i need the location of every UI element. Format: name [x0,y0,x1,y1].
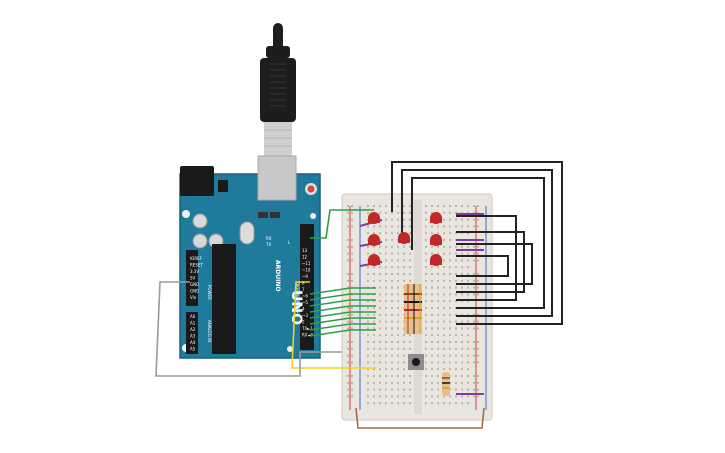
pin-label: IOREF [190,256,203,261]
led [368,254,380,266]
l-label: L [288,240,291,245]
pin-label: 4 [302,307,305,312]
pin-label: 3.3V [190,269,199,274]
brown-wire [355,407,485,429]
pin-label: 8 [302,281,305,286]
analog-label: ANALOG IN [207,320,212,342]
pin-label: TX►1 [301,326,313,331]
tx-label: TX [265,242,271,247]
pin-label: ~9 [302,274,308,279]
pin-label: ~11 [302,261,311,266]
pin-label: 2 [302,320,305,325]
leds [368,212,442,266]
pin-label: 5V [190,276,196,281]
board-brand: ARDUINO [274,260,281,291]
pin-label: ~6 [302,294,308,299]
pin-label: RESET [190,263,203,268]
pin-label: Vin [190,295,197,300]
gray-wire [155,281,342,377]
pulldown-resistor [442,372,450,396]
pin-label: RX◄0 [302,333,314,338]
pushbutton [408,354,424,370]
pin-label: A4 [190,340,196,345]
pin-label: 13 [302,248,308,253]
pin-label: GND [190,282,199,287]
digital-pin-labels: 13 12~11 ~10~9 87 ~6~5 4~3 2TX►1RX◄0 [301,248,314,338]
led [430,254,442,266]
pin-label: 7 [302,287,305,292]
pin-label: GND [190,289,199,294]
led [368,234,380,246]
pin-label: ~5 [302,300,308,305]
pin-label: A1 [190,321,196,326]
pin-label: A5 [190,347,196,352]
resistor-array [404,284,422,334]
board-model: UNO [288,290,304,325]
pin-label: A2 [190,327,196,332]
rx-label: RX [266,236,272,241]
digital-label: DIGITAL (PWM~) [295,282,300,316]
arduino-uno-board: UNO ARDUINO POWER ANALOG IN DIGITAL (PWM… [179,155,321,359]
pin-label: 12 [302,255,308,260]
pin-label: ~3 [302,313,308,318]
led [398,232,410,244]
usb-cable [260,23,296,156]
pin-label: A3 [190,334,196,339]
led [368,212,380,224]
led [430,234,442,246]
pin-label: ~10 [302,268,311,273]
led [430,212,442,224]
yellow-wire [291,281,376,369]
black-wires [391,161,563,325]
green-wires [309,209,376,337]
power-label: POWER [207,285,212,300]
pin-label: A0 [190,314,196,319]
